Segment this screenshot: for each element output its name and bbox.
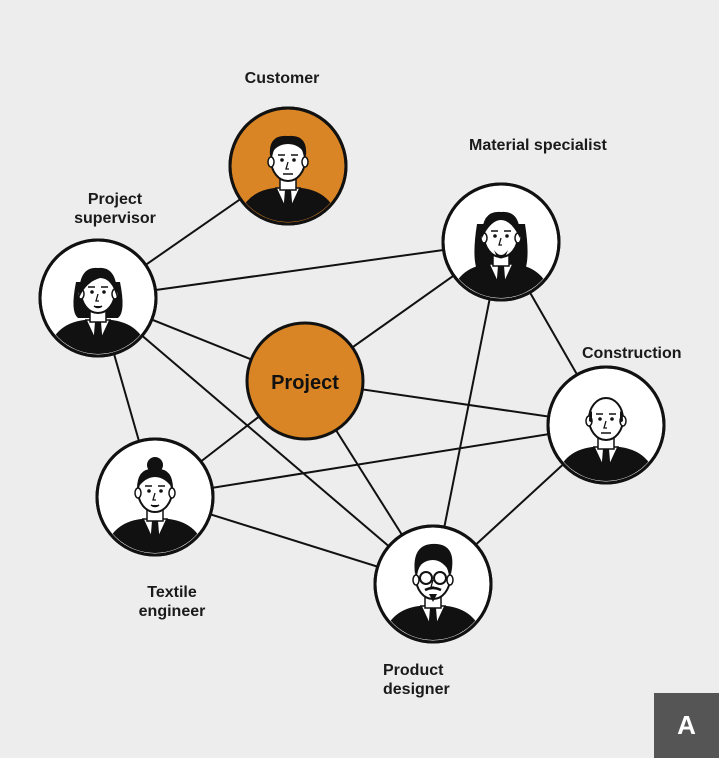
- label-construction: Construction: [582, 344, 712, 363]
- label-material-specialist: Material specialist: [469, 136, 689, 155]
- label-textile-line1: Textile: [147, 584, 197, 601]
- project-center-node: Project: [245, 321, 365, 441]
- label-textile-line2: engineer: [138, 603, 206, 620]
- edge-supervisor-material: [97, 241, 502, 299]
- panel-letter-badge: A: [654, 693, 719, 758]
- label-customer: Customer: [212, 69, 352, 88]
- node-textile: [95, 437, 215, 557]
- label-supervisor-line1: Project: [87, 191, 143, 208]
- edge-textile-construction: [154, 424, 607, 498]
- node-designer: [373, 524, 493, 644]
- node-construction: [546, 365, 666, 485]
- person-nodes: [38, 106, 666, 644]
- label-textile-engineer: Textile engineer: [112, 583, 232, 621]
- label-project-supervisor: Project supervisor: [50, 190, 180, 228]
- project-label: Project: [271, 372, 339, 394]
- label-designer-line2: designer: [383, 681, 450, 698]
- project-circle: [245, 321, 365, 441]
- label-material-line1: Material specialist: [469, 137, 607, 154]
- label-product-designer: Product designer: [383, 661, 503, 699]
- node-material: [441, 182, 561, 302]
- label-construction-line1: Construction: [582, 345, 682, 362]
- label-designer-line1: Product: [383, 662, 444, 679]
- edge-supervisor-designer: [97, 297, 434, 585]
- label-supervisor-line2: supervisor: [74, 210, 156, 227]
- node-supervisor: [38, 238, 158, 358]
- node-customer: [228, 106, 348, 226]
- label-customer-line1: Customer: [244, 70, 320, 87]
